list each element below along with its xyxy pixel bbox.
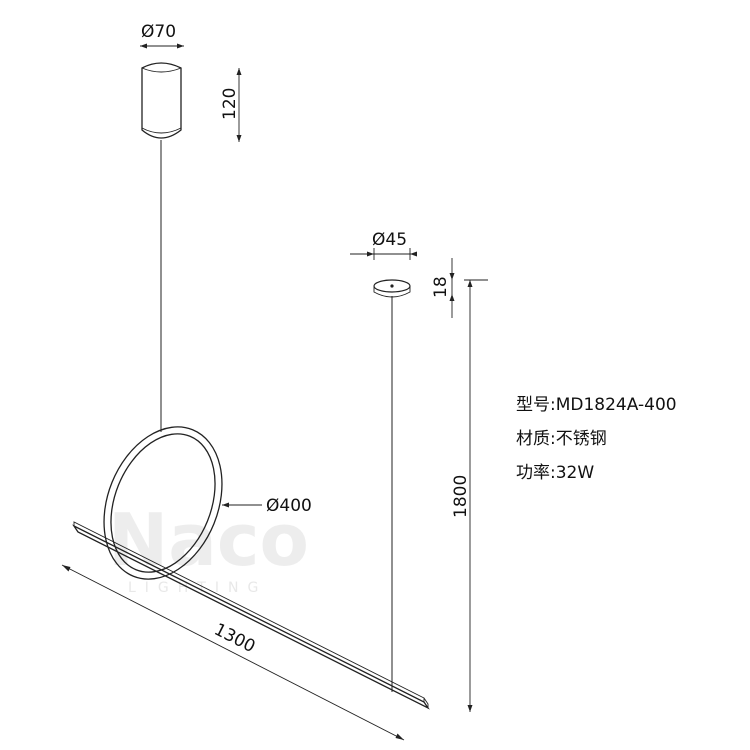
- spec-power: 功率:32W: [516, 463, 595, 483]
- watermark: Naco LIGHTING: [108, 498, 309, 596]
- total-height-label: 1800: [451, 475, 471, 518]
- linear-bar: [72, 521, 430, 710]
- spec-list: 型号:MD1824A-400 材质:不锈钢 功率:32W: [516, 388, 677, 490]
- canopy-diameter-dimension: Ø70: [140, 22, 184, 49]
- spec-material: 材质:不锈钢: [516, 429, 607, 449]
- spec-model: 型号:MD1824A-400: [516, 395, 677, 415]
- small-canopy-diameter-dimension: Ø45: [350, 230, 417, 260]
- ring-diameter-label: Ø400: [266, 496, 312, 516]
- canopy-height-label: 120: [220, 88, 240, 120]
- main-canopy: [141, 62, 182, 139]
- watermark-sub: LIGHTING: [128, 580, 267, 596]
- small-canopy: [373, 279, 411, 298]
- small-canopy-diameter-label: Ø45: [372, 230, 407, 250]
- canopy-diameter-label: Ø70: [141, 22, 176, 42]
- bar-length-label: 1300: [211, 620, 259, 657]
- small-canopy-height-dimension: 18: [431, 258, 455, 318]
- watermark-brand: Naco: [108, 498, 309, 582]
- ring-luminaire: [103, 426, 223, 580]
- small-canopy-height-label: 18: [431, 276, 451, 298]
- ring-diameter-dimension: Ø400: [222, 496, 312, 516]
- canopy-height-dimension: 120: [220, 68, 242, 142]
- total-height-dimension: 1800: [451, 279, 488, 712]
